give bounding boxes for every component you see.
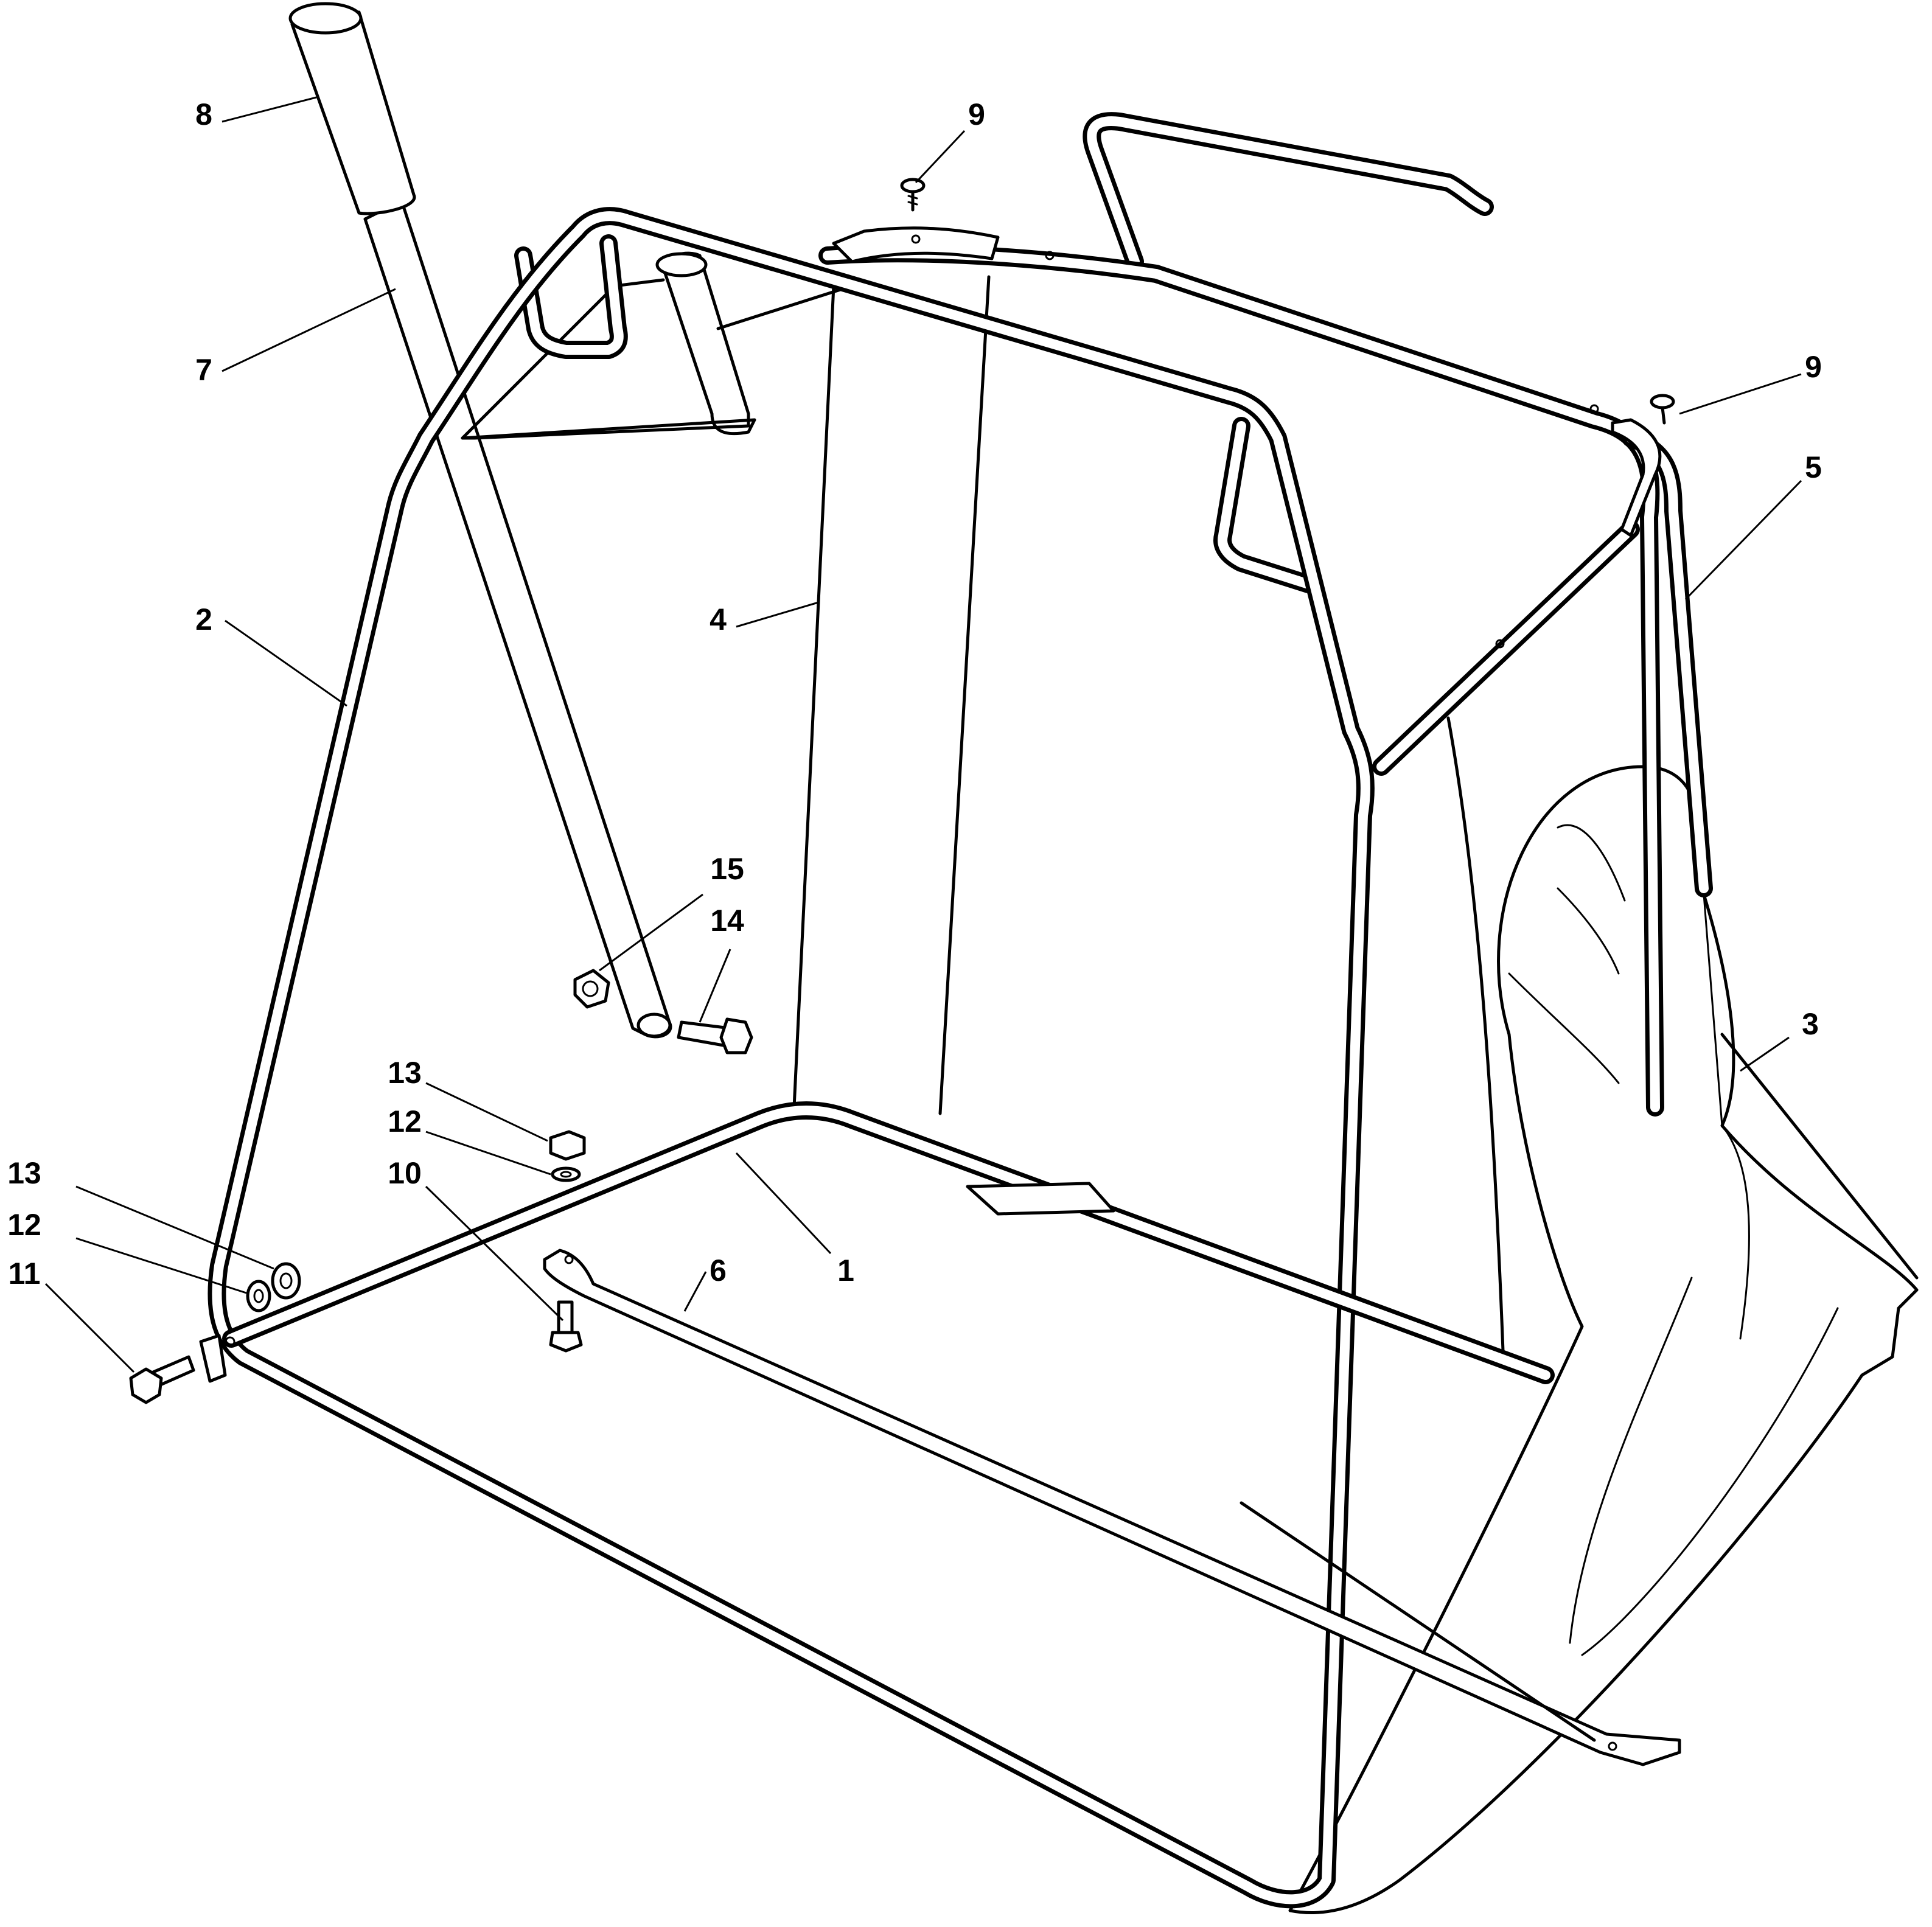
nut-13-left-icon xyxy=(271,1262,301,1300)
callout-labels: 1 2 3 4 5 6 7 8 9 9 10 11 12 12 13 13 14… xyxy=(7,97,1822,1291)
callout-14: 14 xyxy=(710,904,744,938)
callout-5: 5 xyxy=(1805,450,1822,484)
leader-7 xyxy=(221,288,396,372)
callout-4: 4 xyxy=(710,602,727,636)
leader-10 xyxy=(425,1185,564,1322)
callout-3: 3 xyxy=(1802,1007,1819,1041)
nut-13-mid-icon xyxy=(549,1130,586,1161)
callout-6: 6 xyxy=(710,1253,727,1288)
leader-4 xyxy=(736,601,819,628)
leader-9b xyxy=(1679,373,1802,415)
leader-6 xyxy=(683,1271,707,1312)
leader-15 xyxy=(599,893,703,972)
leader-9a xyxy=(915,130,966,184)
callout-12-mid: 12 xyxy=(388,1104,422,1138)
callout-15: 15 xyxy=(710,852,744,886)
callout-9-right: 9 xyxy=(1805,350,1822,384)
handle xyxy=(288,2,672,1039)
leader-13b xyxy=(75,1185,274,1270)
leader-12b xyxy=(75,1237,247,1294)
callout-13-left: 13 xyxy=(7,1156,41,1190)
front-frame xyxy=(207,207,1375,1909)
callout-1: 1 xyxy=(837,1253,854,1288)
rear-frame xyxy=(792,112,1713,1353)
screw-9-top-icon xyxy=(900,178,926,212)
callout-11: 11 xyxy=(9,1256,41,1291)
hardware xyxy=(129,178,1675,1404)
bolt-14-icon xyxy=(677,1017,753,1054)
leader-1 xyxy=(735,1152,832,1255)
bolt-11-icon xyxy=(129,1355,195,1404)
washer-12-left-icon xyxy=(246,1280,271,1312)
nut-15-icon xyxy=(573,969,610,1009)
washer-12-mid-icon xyxy=(551,1166,581,1182)
callout-9-top: 9 xyxy=(968,97,985,131)
callout-2: 2 xyxy=(195,602,212,636)
leader-12a xyxy=(425,1131,551,1176)
leader-8 xyxy=(221,96,317,123)
leader-13a xyxy=(425,1082,548,1142)
callout-7: 7 xyxy=(195,353,212,387)
bolt-10-icon xyxy=(549,1300,583,1353)
top-panel xyxy=(461,234,854,440)
leader-14 xyxy=(699,949,731,1023)
leader-2 xyxy=(225,619,347,707)
callout-12-left: 12 xyxy=(7,1208,41,1242)
callout-10: 10 xyxy=(388,1156,422,1190)
leader-lines xyxy=(44,96,1802,1373)
leader-3 xyxy=(1740,1036,1790,1072)
bottom-strut xyxy=(543,1249,1681,1766)
screw-9-right-icon xyxy=(1650,394,1675,425)
leader-11 xyxy=(44,1283,135,1373)
callout-13-mid: 13 xyxy=(388,1056,422,1090)
callout-8: 8 xyxy=(195,97,212,131)
grass-bag xyxy=(1288,765,1919,1914)
leader-5 xyxy=(1684,479,1802,601)
bottom-frame xyxy=(222,1101,1555,1384)
